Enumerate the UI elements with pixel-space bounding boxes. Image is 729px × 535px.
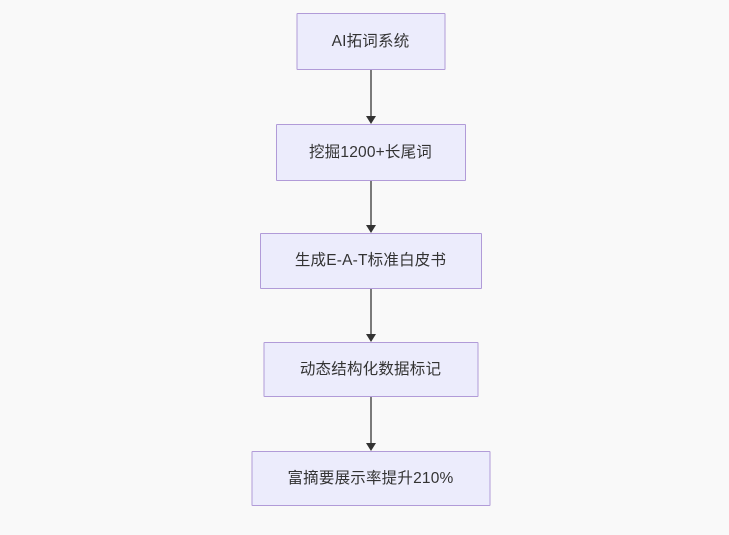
flow-edge-2	[362, 181, 380, 233]
edge-line	[369, 70, 372, 116]
arrowhead-icon	[365, 443, 376, 451]
edge-line	[369, 181, 372, 225]
flow-node-generate-eat-whitepaper[interactable]: 生成E-A-T标准白皮书	[259, 233, 482, 289]
flow-node-dynamic-structured-data-markup[interactable]: 动态结构化数据标记	[263, 342, 478, 397]
edge-line	[369, 289, 372, 334]
arrowhead-icon	[365, 225, 376, 233]
flow-node-label: 富摘要展示率提升210%	[287, 469, 454, 487]
flow-node-ai-keyword-system[interactable]: AI拓词系统	[296, 13, 445, 70]
edge-line	[369, 397, 372, 443]
flow-node-mine-longtail-keywords[interactable]: 挖掘1200+长尾词	[275, 124, 466, 181]
flow-node-label: AI拓词系统	[331, 32, 410, 50]
arrowhead-icon	[365, 116, 376, 124]
flow-node-label: 生成E-A-T标准白皮书	[294, 252, 447, 270]
flow-node-rich-snippet-impression-lift[interactable]: 富摘要展示率提升210%	[251, 451, 490, 506]
flow-edge-4	[362, 397, 380, 451]
flow-node-label: 动态结构化数据标记	[299, 360, 442, 378]
flow-edge-3	[362, 289, 380, 342]
flow-node-label: 挖掘1200+长尾词	[308, 143, 433, 161]
flow-edge-1	[362, 70, 380, 124]
arrowhead-icon	[365, 334, 376, 342]
